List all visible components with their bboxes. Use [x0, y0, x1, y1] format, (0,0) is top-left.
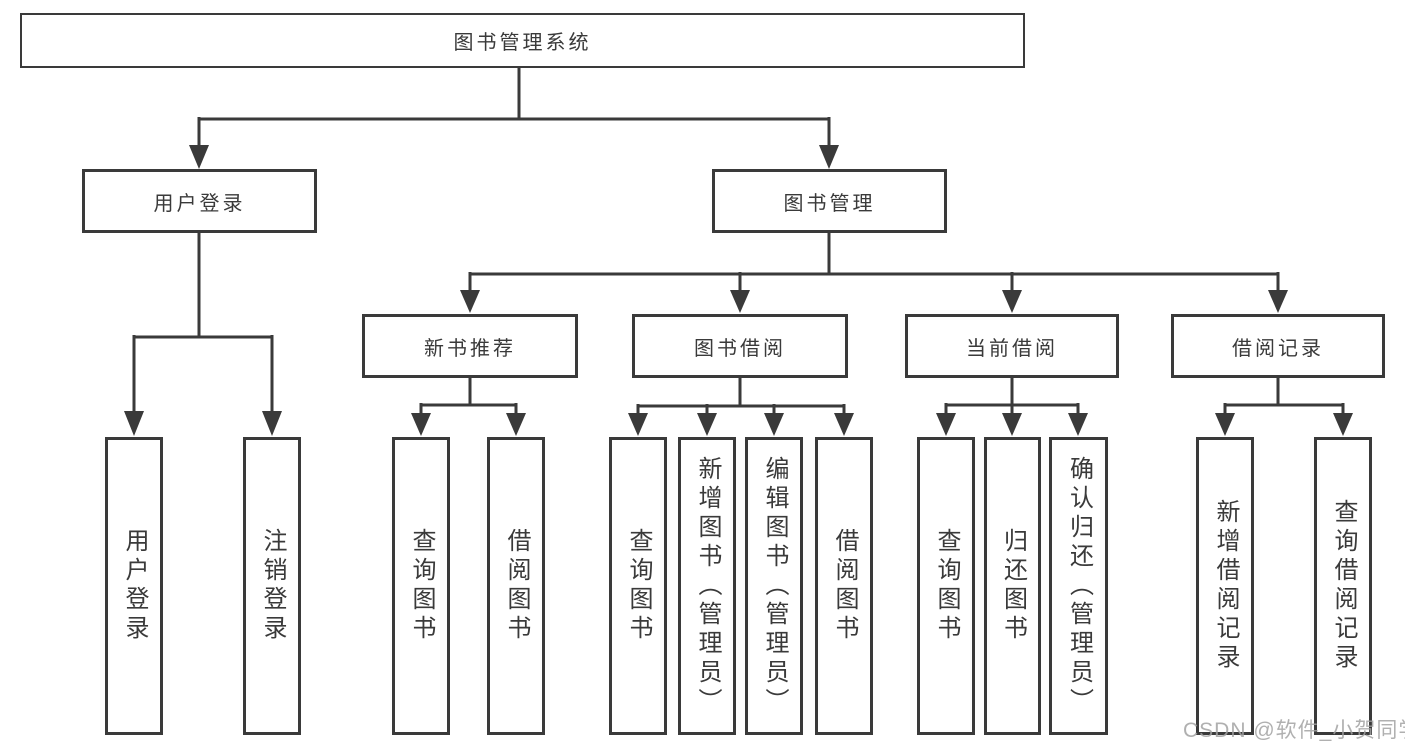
leaf-label-add-borrow-record: 新增借阅记录	[1212, 499, 1239, 673]
node-label-book-management-module: 图书管理	[783, 192, 876, 215]
leaf-edit-books-admin: 编辑图书（管理员）	[745, 437, 803, 735]
leaf-add-borrow-record: 新增借阅记录	[1196, 437, 1254, 735]
node-borrowing-records: 借阅记录	[1171, 314, 1385, 378]
csdn-watermark: CSDN @软件_小贺同学	[1183, 719, 1405, 742]
leaf-user-login: 用户登录	[105, 437, 163, 735]
node-user-login-module: 用户登录	[82, 169, 317, 233]
leaf-add-books-admin: 新增图书（管理员）	[678, 437, 736, 735]
leaf-label-logout: 注销登录	[259, 528, 286, 644]
leaf-label-query-borrow-record: 查询借阅记录	[1330, 499, 1357, 673]
node-system-root: 图书管理系统	[20, 13, 1025, 68]
leaf-borrow-books: 借阅图书	[815, 437, 873, 735]
node-label-system-root: 图书管理系统	[453, 32, 592, 54]
node-label-user-login-module: 用户登录	[153, 192, 246, 215]
leaf-label-borrow-books: 借阅图书	[831, 528, 858, 644]
arrowheads	[124, 145, 1353, 436]
node-book-management-module: 图书管理	[712, 169, 947, 233]
leaf-recommend-borrow-books: 借阅图书	[487, 437, 545, 735]
leaf-query-borrow-record: 查询借阅记录	[1314, 437, 1372, 735]
leaf-label-recommend-borrow-books: 借阅图书	[503, 528, 530, 644]
leaf-borrow-query-books: 查询图书	[609, 437, 667, 735]
node-book-borrowing: 图书借阅	[632, 314, 848, 378]
leaf-label-edit-books-admin: 编辑图书（管理员）	[761, 455, 788, 717]
node-label-book-borrowing: 图书借阅	[694, 337, 786, 360]
node-current-borrowing: 当前借阅	[905, 314, 1119, 378]
leaf-label-recommend-query-books: 查询图书	[408, 528, 435, 644]
leaf-label-confirm-return-admin: 确认归还（管理员）	[1065, 455, 1093, 717]
node-new-book-recommend: 新书推荐	[362, 314, 578, 378]
leaf-logout: 注销登录	[243, 437, 301, 735]
node-label-current-borrowing: 当前借阅	[966, 337, 1058, 360]
leaf-current-query-books: 查询图书	[917, 437, 975, 735]
leaf-recommend-query-books: 查询图书	[392, 437, 450, 735]
leaf-label-borrow-query-books: 查询图书	[625, 528, 652, 644]
leaf-label-add-books-admin: 新增图书（管理员）	[694, 455, 721, 717]
leaf-label-current-query-books: 查询图书	[933, 528, 960, 644]
node-label-borrowing-records: 借阅记录	[1232, 337, 1324, 360]
leaf-return-books: 归还图书	[984, 437, 1041, 735]
leaf-confirm-return-admin: 确认归还（管理员）	[1049, 437, 1108, 735]
node-label-new-book-recommend: 新书推荐	[424, 337, 516, 360]
leaf-label-return-books: 归还图书	[999, 528, 1027, 644]
leaf-label-user-login: 用户登录	[121, 528, 148, 644]
